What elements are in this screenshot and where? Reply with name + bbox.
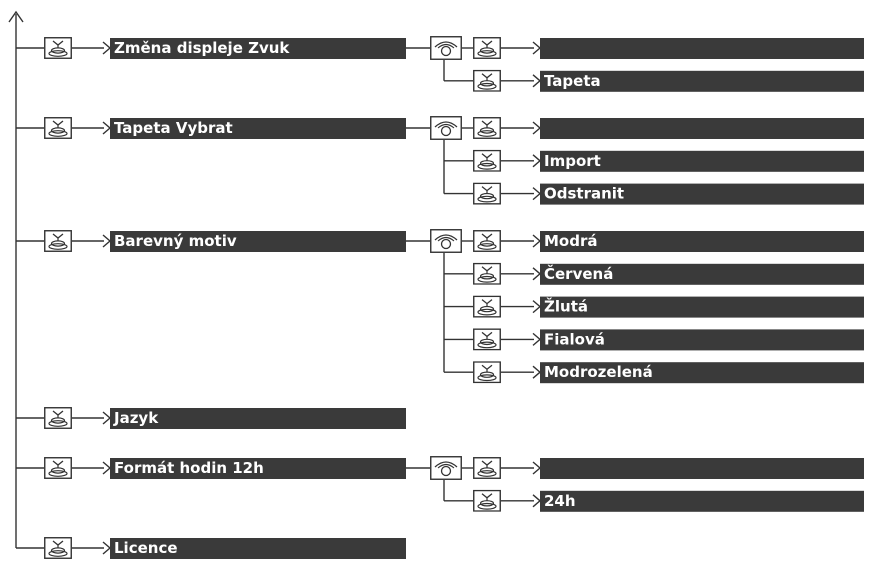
arrow-icon — [532, 187, 542, 201]
button-press-icon — [473, 230, 501, 252]
arrow-icon — [532, 267, 542, 281]
menu-item-bar[interactable] — [110, 38, 406, 59]
option-item-bar[interactable] — [540, 231, 864, 252]
button-press-icon — [473, 262, 501, 285]
menu-item-bar[interactable] — [110, 538, 406, 559]
dial-knob-icon — [430, 36, 462, 60]
menu-item-label: Formát hodin 12h — [114, 459, 264, 477]
menu-item-label: Licence — [114, 539, 178, 557]
option-item-label: Červená — [544, 264, 613, 283]
menu-item-label: Barevný motiv — [114, 232, 237, 250]
option-item-label: Modrá — [544, 232, 598, 250]
button-press-icon — [44, 457, 72, 479]
option-item-label: Modrozelená — [544, 363, 653, 381]
button-press-icon — [44, 537, 72, 559]
option-item-bar[interactable] — [540, 329, 864, 351]
arrow-icon — [532, 494, 542, 508]
arrow-icon — [102, 461, 112, 475]
button-press-icon — [44, 407, 72, 429]
option-item-bar[interactable] — [540, 296, 864, 318]
button-press-icon — [473, 69, 501, 92]
menu-item-label: Jazyk — [113, 409, 159, 427]
button-press-icon — [44, 117, 72, 139]
option-item-label: Fialová — [544, 330, 605, 348]
arrow-icon — [532, 121, 542, 135]
arrow-icon — [102, 121, 112, 135]
menu-item-bar[interactable] — [110, 458, 406, 479]
menu-item-label: Tapeta Vybrat — [114, 119, 233, 137]
arrow-icon — [102, 411, 112, 425]
option-item-bar[interactable] — [540, 70, 864, 92]
trunk-arrow-icon — [8, 10, 24, 23]
button-press-icon — [473, 37, 501, 59]
option-item-label: Odstranit — [544, 185, 624, 203]
arrow-icon — [532, 461, 542, 475]
menu-item-bar[interactable] — [110, 231, 406, 252]
arrow-icon — [532, 332, 542, 346]
arrow-icon — [532, 365, 542, 379]
option-item-bar[interactable] — [540, 183, 864, 205]
button-press-icon — [44, 230, 72, 252]
button-press-icon — [473, 328, 501, 351]
button-press-icon — [473, 149, 501, 172]
menu-item-bar[interactable] — [110, 118, 406, 139]
button-press-icon — [473, 117, 501, 139]
button-press-icon — [473, 182, 501, 205]
option-item-bar[interactable] — [540, 263, 864, 285]
option-item-bar[interactable] — [540, 118, 864, 139]
arrow-icon — [532, 74, 542, 88]
option-item-bar[interactable] — [540, 38, 864, 59]
button-press-icon — [473, 361, 501, 384]
button-press-icon — [473, 295, 501, 318]
arrow-icon — [532, 41, 542, 55]
arrow-icon — [532, 154, 542, 168]
option-item-bar[interactable] — [540, 458, 864, 479]
option-item-label: Import — [544, 152, 601, 170]
menu-item-label: Změna displeje Zvuk — [114, 39, 290, 57]
dial-knob-icon — [430, 229, 462, 253]
arrow-icon — [102, 541, 112, 555]
option-item-label: 24h — [544, 492, 576, 510]
option-item-label: Tapeta — [544, 72, 601, 90]
button-press-icon — [44, 37, 72, 59]
button-press-icon — [473, 457, 501, 479]
dial-knob-icon — [430, 456, 462, 480]
option-item-label: Žlutá — [544, 297, 588, 316]
menu-item-bar[interactable] — [110, 408, 406, 429]
dial-knob-icon — [430, 116, 462, 140]
arrow-icon — [532, 300, 542, 314]
option-item-bar[interactable] — [540, 490, 864, 512]
arrow-icon — [102, 234, 112, 248]
option-item-bar[interactable] — [540, 362, 864, 384]
option-item-bar[interactable] — [540, 150, 864, 172]
button-press-icon — [473, 489, 501, 512]
arrow-icon — [102, 41, 112, 55]
arrow-icon — [532, 234, 542, 248]
